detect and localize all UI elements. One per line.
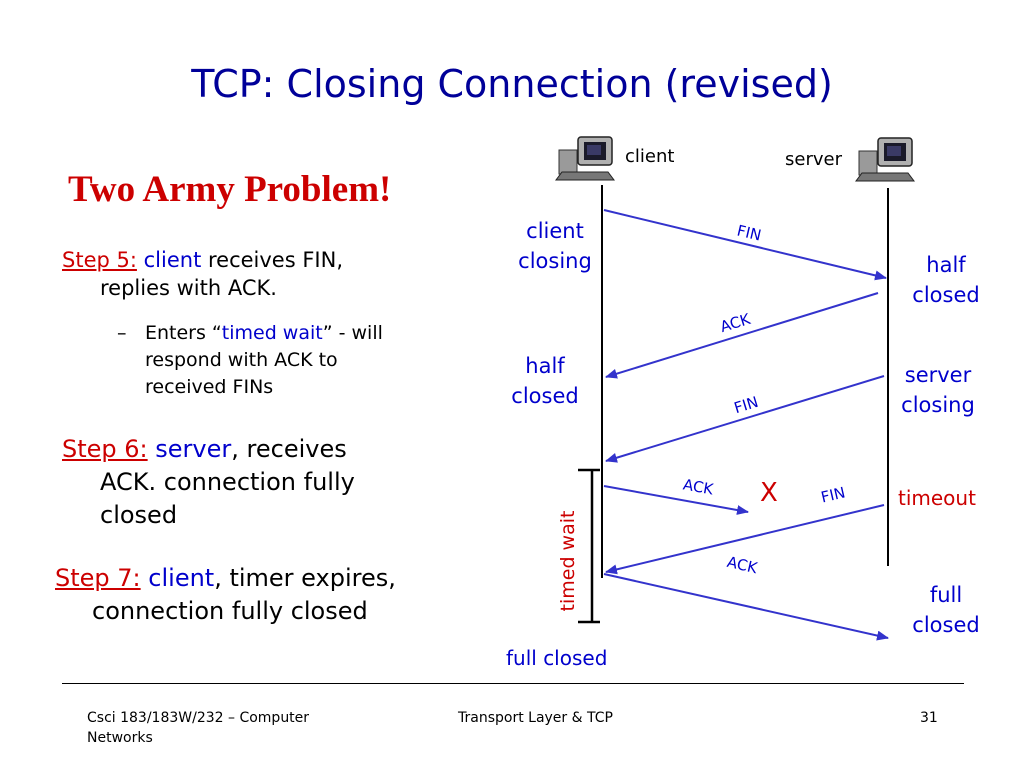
footer-course: Csci 183/183W/232 – Computer Networks: [87, 708, 309, 748]
footer-topic: Transport Layer & TCP: [458, 710, 613, 726]
full-closed-bottom-label: full closed: [506, 646, 608, 670]
half-closed-left-line2: closed: [511, 384, 579, 408]
step7-who: client: [148, 564, 215, 592]
server-computer-icon: [855, 137, 915, 182]
step7-line1: Step 7: client, timer expires,: [55, 562, 396, 594]
step6-line1: Step 6: server, receives: [62, 433, 347, 465]
step5-sub-suffix: ” - will: [322, 322, 383, 344]
step6-rest1: , receives: [231, 435, 347, 463]
step5-line1: Step 5: client receives FIN,: [62, 247, 343, 274]
lost-ack-mark: X: [760, 478, 778, 508]
step5-sub-line3: received FINs: [145, 376, 274, 398]
half-closed-right-label: half closed: [896, 250, 996, 310]
slide-title: TCP: Closing Connection (revised): [191, 62, 833, 106]
step5-sub-prefix: Enters “: [145, 322, 222, 344]
step7-label: Step 7:: [55, 564, 141, 592]
timeout-label: timeout: [898, 486, 976, 510]
step7-rest1: , timer expires,: [214, 564, 396, 592]
full-closed-right-line1: full: [929, 583, 963, 607]
step7-line2: connection fully closed: [92, 597, 368, 625]
client-closing-line1: client: [526, 219, 584, 243]
slide-subtitle: Two Army Problem!: [68, 169, 392, 210]
server-closing-line2: closing: [901, 393, 975, 417]
timed-wait-label: timed wait: [557, 510, 579, 612]
client-label: client: [625, 146, 675, 167]
ack1-arrow: [605, 292, 879, 379]
step6-line3: closed: [100, 501, 178, 529]
client-closing-label: client closing: [505, 216, 605, 276]
fin3-arrow: [605, 504, 885, 575]
half-closed-left-line1: half: [525, 354, 565, 378]
timed-wait-bracket: [578, 468, 600, 624]
step5-sub-dash: –: [117, 322, 127, 344]
step6-label: Step 6:: [62, 435, 148, 463]
server-closing-line1: server: [904, 363, 972, 387]
step6-who: server: [155, 435, 232, 463]
footer-course-line2: Networks: [87, 730, 153, 746]
footer-divider: [62, 683, 964, 684]
full-closed-right-line2: closed: [912, 613, 980, 637]
step5-who: client: [143, 248, 202, 272]
step5-sub-highlight: timed wait: [221, 322, 323, 344]
step5-label: Step 5:: [62, 248, 137, 272]
footer-course-line1: Csci 183/183W/232 – Computer: [87, 710, 310, 726]
fin2-arrow: [605, 375, 885, 463]
client-computer-icon: [555, 136, 615, 181]
step5-sub-line1: Enters “timed wait” - will: [145, 320, 383, 346]
ack3-arrow: [603, 573, 889, 641]
server-label: server: [785, 149, 842, 170]
ack2-arrow: [603, 485, 749, 515]
step5-rest1: receives FIN,: [201, 248, 344, 272]
footer-page-number: 31: [920, 710, 938, 726]
half-closed-left-label: half closed: [495, 351, 595, 411]
half-closed-right-line2: closed: [912, 283, 980, 307]
server-closing-label: server closing: [888, 360, 988, 420]
fin1-arrow: [603, 209, 887, 281]
half-closed-right-line1: half: [926, 253, 966, 277]
step5-sub-line2: respond with ACK to: [145, 349, 338, 371]
client-closing-line2: closing: [518, 249, 592, 273]
full-closed-right-label: full closed: [896, 580, 996, 640]
step6-line2: ACK. connection fully: [100, 468, 355, 496]
step5-line2: replies with ACK.: [100, 276, 277, 300]
